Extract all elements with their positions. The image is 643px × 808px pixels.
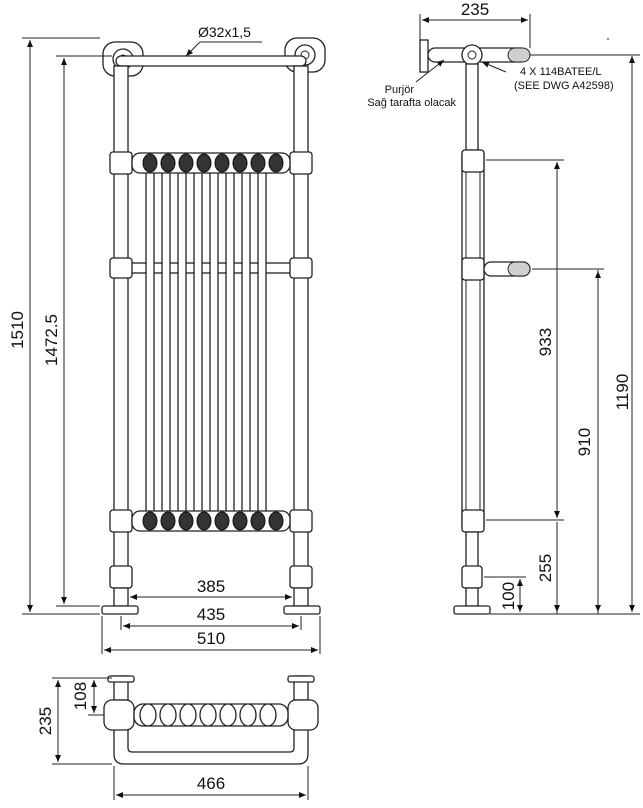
top-view: 108 235 466	[36, 675, 319, 800]
front-view: 1510 1472.5 Ø32x1,5 385 435 510	[8, 24, 326, 654]
dim-height-rail: 1472.5	[42, 314, 61, 366]
right-valve-foot	[283, 565, 321, 615]
radiator-columns	[145, 159, 267, 521]
side-wall-plate	[419, 39, 429, 73]
dim-1190: 1190	[613, 374, 632, 411]
top-front-rail	[113, 730, 309, 765]
dim-depth: 235	[461, 0, 489, 19]
dim-910: 910	[575, 428, 594, 456]
note-side: Sağ tarafta olacak	[367, 97, 456, 109]
dim-100: 100	[499, 582, 518, 610]
dim-height-total: 1510	[8, 311, 27, 349]
right-vertical-pipe	[293, 65, 309, 577]
side-foot	[453, 605, 491, 615]
note-tee: 4 X 114BATEE/L	[520, 66, 602, 78]
top-rail	[115, 55, 307, 67]
dim-width-435: 435	[197, 605, 225, 624]
left-valve-foot	[101, 565, 139, 615]
radiator-bottom-header	[109, 509, 313, 533]
radiator-top-header	[109, 151, 313, 175]
side-vertical-pipe	[465, 63, 479, 155]
dim-width-510: 510	[197, 629, 225, 648]
dim-466: 466	[197, 774, 225, 793]
dim-933: 933	[536, 328, 555, 356]
note-dwg: (SEE DWG A42598)	[514, 80, 614, 92]
dim-pipe: Ø32x1,5	[198, 24, 251, 40]
left-vertical-pipe	[113, 65, 129, 577]
dim-235-top: 235	[36, 707, 55, 735]
dim-255: 255	[536, 554, 555, 582]
top-radiator-block	[103, 699, 319, 731]
side-radiator-body	[461, 149, 485, 531]
note-purjor: Purjör	[385, 84, 415, 96]
side-view: 235 Purjör Sağ tarafta olacak 4 X 114BAT…	[367, 0, 640, 615]
dim-108: 108	[71, 682, 90, 710]
dim-width-385: 385	[197, 577, 225, 596]
